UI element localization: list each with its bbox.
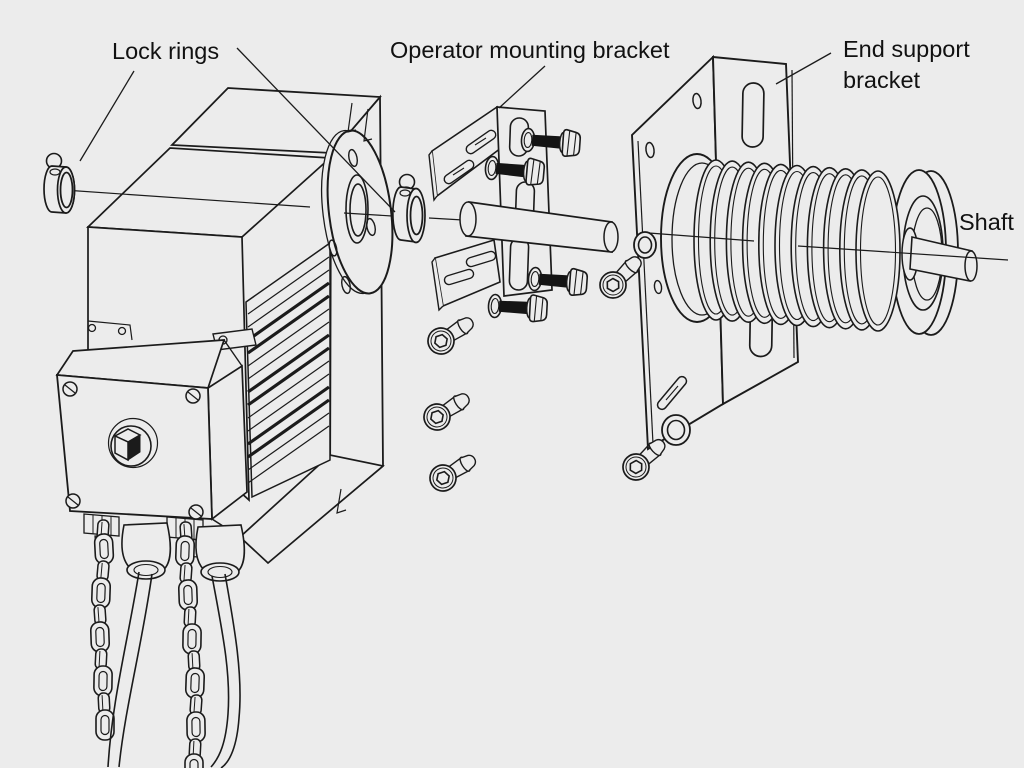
operator-drive-unit: [55, 87, 394, 768]
shaft-axis-line-left: [63, 189, 311, 208]
leader-lock-rings-left: [79, 70, 135, 162]
square-shaft-knob: [107, 417, 159, 469]
angled-slot: [656, 375, 688, 411]
lower-angle-bracket: [431, 238, 501, 312]
leader-end-support-bracket: [775, 52, 832, 85]
panel-detail-tabs: [336, 102, 373, 514]
label-end-support-bracket-line2: bracket: [843, 67, 921, 93]
spring-coils: [660, 153, 901, 332]
label-lock-rings: Lock rings: [112, 38, 219, 64]
lock-ring-right: [391, 173, 426, 244]
corner-screws: [62, 381, 204, 520]
upper-angle-bracket: [428, 105, 502, 202]
cables: [107, 571, 241, 768]
shaft-axis-line-right: [648, 232, 1009, 261]
lock-ring-left: [43, 152, 76, 214]
leader-lines: [79, 47, 832, 213]
motor-bottom-wedge: [238, 454, 385, 565]
shaft-end: [909, 236, 978, 282]
drive-shaft-rod: [459, 201, 619, 253]
torsion-spring: [660, 153, 978, 336]
label-operator-mounting-bracket: Operator mounting bracket: [390, 37, 670, 63]
motor-flange-disc: [320, 129, 394, 295]
motor-cooling-fins: [245, 241, 331, 499]
shaft-axis-line-mid: [428, 217, 464, 221]
control-box: [55, 339, 248, 558]
bracket-hardware: [593, 231, 691, 487]
leader-lock-rings-right: [236, 47, 396, 213]
leader-operator-mounting-bracket: [498, 65, 546, 109]
eyelet-nut-upper: [633, 231, 657, 259]
flange-slot: [741, 82, 765, 148]
operator-mounting-bracket-angles: [428, 105, 553, 312]
eyelet-nut-lower: [661, 414, 691, 446]
cable-glands: [121, 522, 246, 582]
label-shaft: Shaft: [959, 209, 1014, 235]
label-end-support-bracket-line1: End support: [843, 36, 970, 62]
shaft-axis-line-hub: [343, 212, 393, 217]
